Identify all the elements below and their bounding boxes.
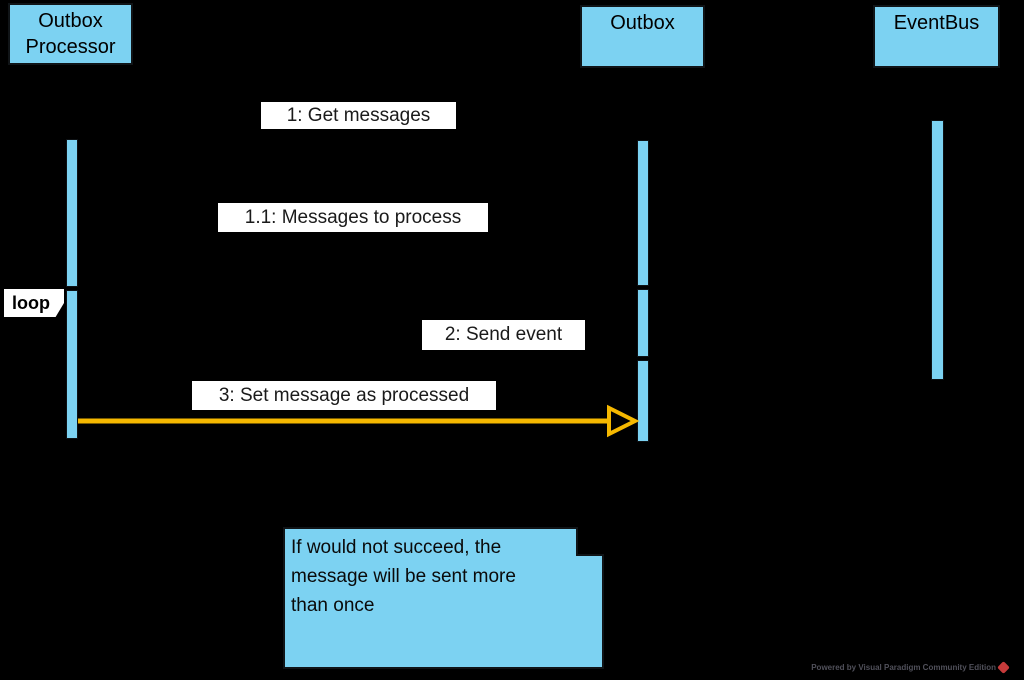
note-text: If would not succeed, the message will b… xyxy=(291,533,586,620)
note-shape xyxy=(283,527,604,669)
loop-fragment-operator: loop xyxy=(4,289,64,317)
activation-bar-eventbus xyxy=(931,120,944,380)
note-text-line: If would not succeed, the xyxy=(291,537,502,558)
activation-bar-outbox-3 xyxy=(637,360,649,442)
note-text-line: than once xyxy=(291,595,375,616)
message-label-messages-to-process: 1.1: Messages to process xyxy=(218,203,488,232)
watermark: Powered by Visual Paradigm Community Edi… xyxy=(811,660,1010,674)
visual-paradigm-logo-icon xyxy=(997,660,1010,674)
lifeline-head-outbox-processor: Outbox Processor xyxy=(8,3,133,65)
message-label-set-message-processed: 3: Set message as processed xyxy=(192,381,496,410)
message-label-send-event: 2: Send event xyxy=(422,320,585,350)
activation-bar-outbox-processor-2 xyxy=(66,290,78,439)
message-text: 1: Get messages xyxy=(286,104,431,126)
lifeline-label-line: Outbox xyxy=(38,10,103,32)
activation-bar-outbox-2 xyxy=(637,289,649,357)
message-text: 2: Send event xyxy=(444,324,563,345)
lifeline-head-outbox: Outbox xyxy=(580,5,705,68)
message-arrow-set-processed xyxy=(78,404,640,438)
lifeline-head-eventbus: EventBus xyxy=(873,5,1000,68)
lifeline-label-line: Outbox xyxy=(610,12,675,34)
message-text: 3: Set message as processed xyxy=(218,384,470,406)
activation-bar-outbox-1 xyxy=(637,140,649,286)
watermark-text: Powered by Visual Paradigm Community Edi… xyxy=(811,662,996,672)
note-text-line: message will be sent more xyxy=(291,566,516,587)
open-arrowhead-icon xyxy=(607,404,640,438)
message-label-get-messages: 1: Get messages xyxy=(261,102,456,129)
activation-bar-outbox-processor-1 xyxy=(66,139,78,287)
lifeline-label-line: EventBus xyxy=(893,12,980,34)
message-text: 1.1: Messages to process xyxy=(244,206,462,228)
lifeline-label-line: Processor xyxy=(25,36,116,58)
loop-fragment-label: loop xyxy=(12,292,50,313)
